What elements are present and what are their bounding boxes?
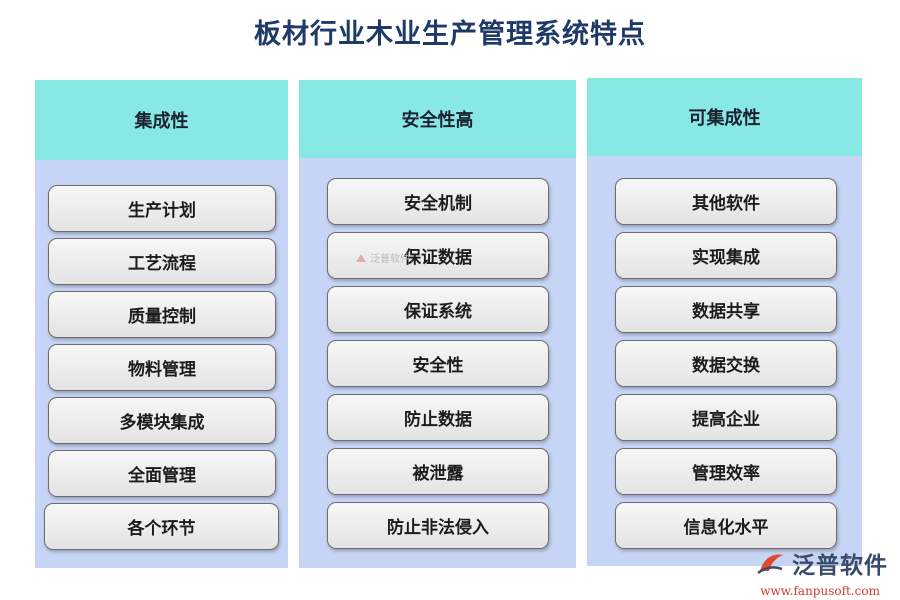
- feature-box: 提高企业: [615, 394, 837, 441]
- fanpu-logo-icon: [757, 554, 783, 575]
- watermark-text: 泛普软件: [370, 254, 410, 265]
- watermark: 泛普软件: [355, 250, 410, 265]
- column-security: 安全性高 安全机制 保证数据 保证系统 安全性 防止数据 被泄露 防止非法侵入: [299, 80, 576, 568]
- column-header: 可集成性: [587, 78, 862, 156]
- feature-box: 其他软件: [615, 178, 837, 225]
- column-integration: 集成性 生产计划 工艺流程 质量控制 物料管理 多模块集成 全面管理 各个环节: [35, 80, 288, 568]
- feature-box: 工艺流程: [48, 238, 276, 285]
- feature-box: 信息化水平: [615, 502, 837, 549]
- column-header: 安全性高: [299, 80, 576, 158]
- feature-box: 生产计划: [48, 185, 276, 232]
- feature-box: 数据共享: [615, 286, 837, 333]
- feature-box: 安全性: [327, 340, 549, 387]
- brand-name: 泛普软件: [792, 553, 888, 579]
- feature-box: 保证系统: [327, 286, 549, 333]
- feature-box: 全面管理: [48, 450, 276, 497]
- brand-logo: 泛普软件: [756, 546, 888, 580]
- feature-box: 保证数据: [327, 232, 549, 279]
- page-title: 板材行业木业生产管理系统特点: [254, 19, 646, 50]
- feature-box: 物料管理: [48, 344, 276, 391]
- feature-box: 防止非法侵入: [327, 502, 549, 549]
- feature-box: 实现集成: [615, 232, 837, 279]
- feature-box: 各个环节: [44, 503, 279, 550]
- column-integrability: 可集成性 其他软件 实现集成 数据共享 数据交换 提高企业 管理效率 信息化水平: [587, 78, 862, 566]
- feature-box: 被泄露: [327, 448, 549, 495]
- feature-box: 质量控制: [48, 291, 276, 338]
- feature-box: 防止数据: [327, 394, 549, 441]
- feature-box: 安全机制: [327, 178, 549, 225]
- brand-url: www.fanpusoft.com: [760, 584, 880, 598]
- feature-box: 管理效率: [615, 448, 837, 495]
- watermark-logo-icon: [356, 253, 366, 262]
- feature-box: 数据交换: [615, 340, 837, 387]
- column-header: 集成性: [35, 80, 288, 160]
- feature-box: 多模块集成: [48, 397, 276, 444]
